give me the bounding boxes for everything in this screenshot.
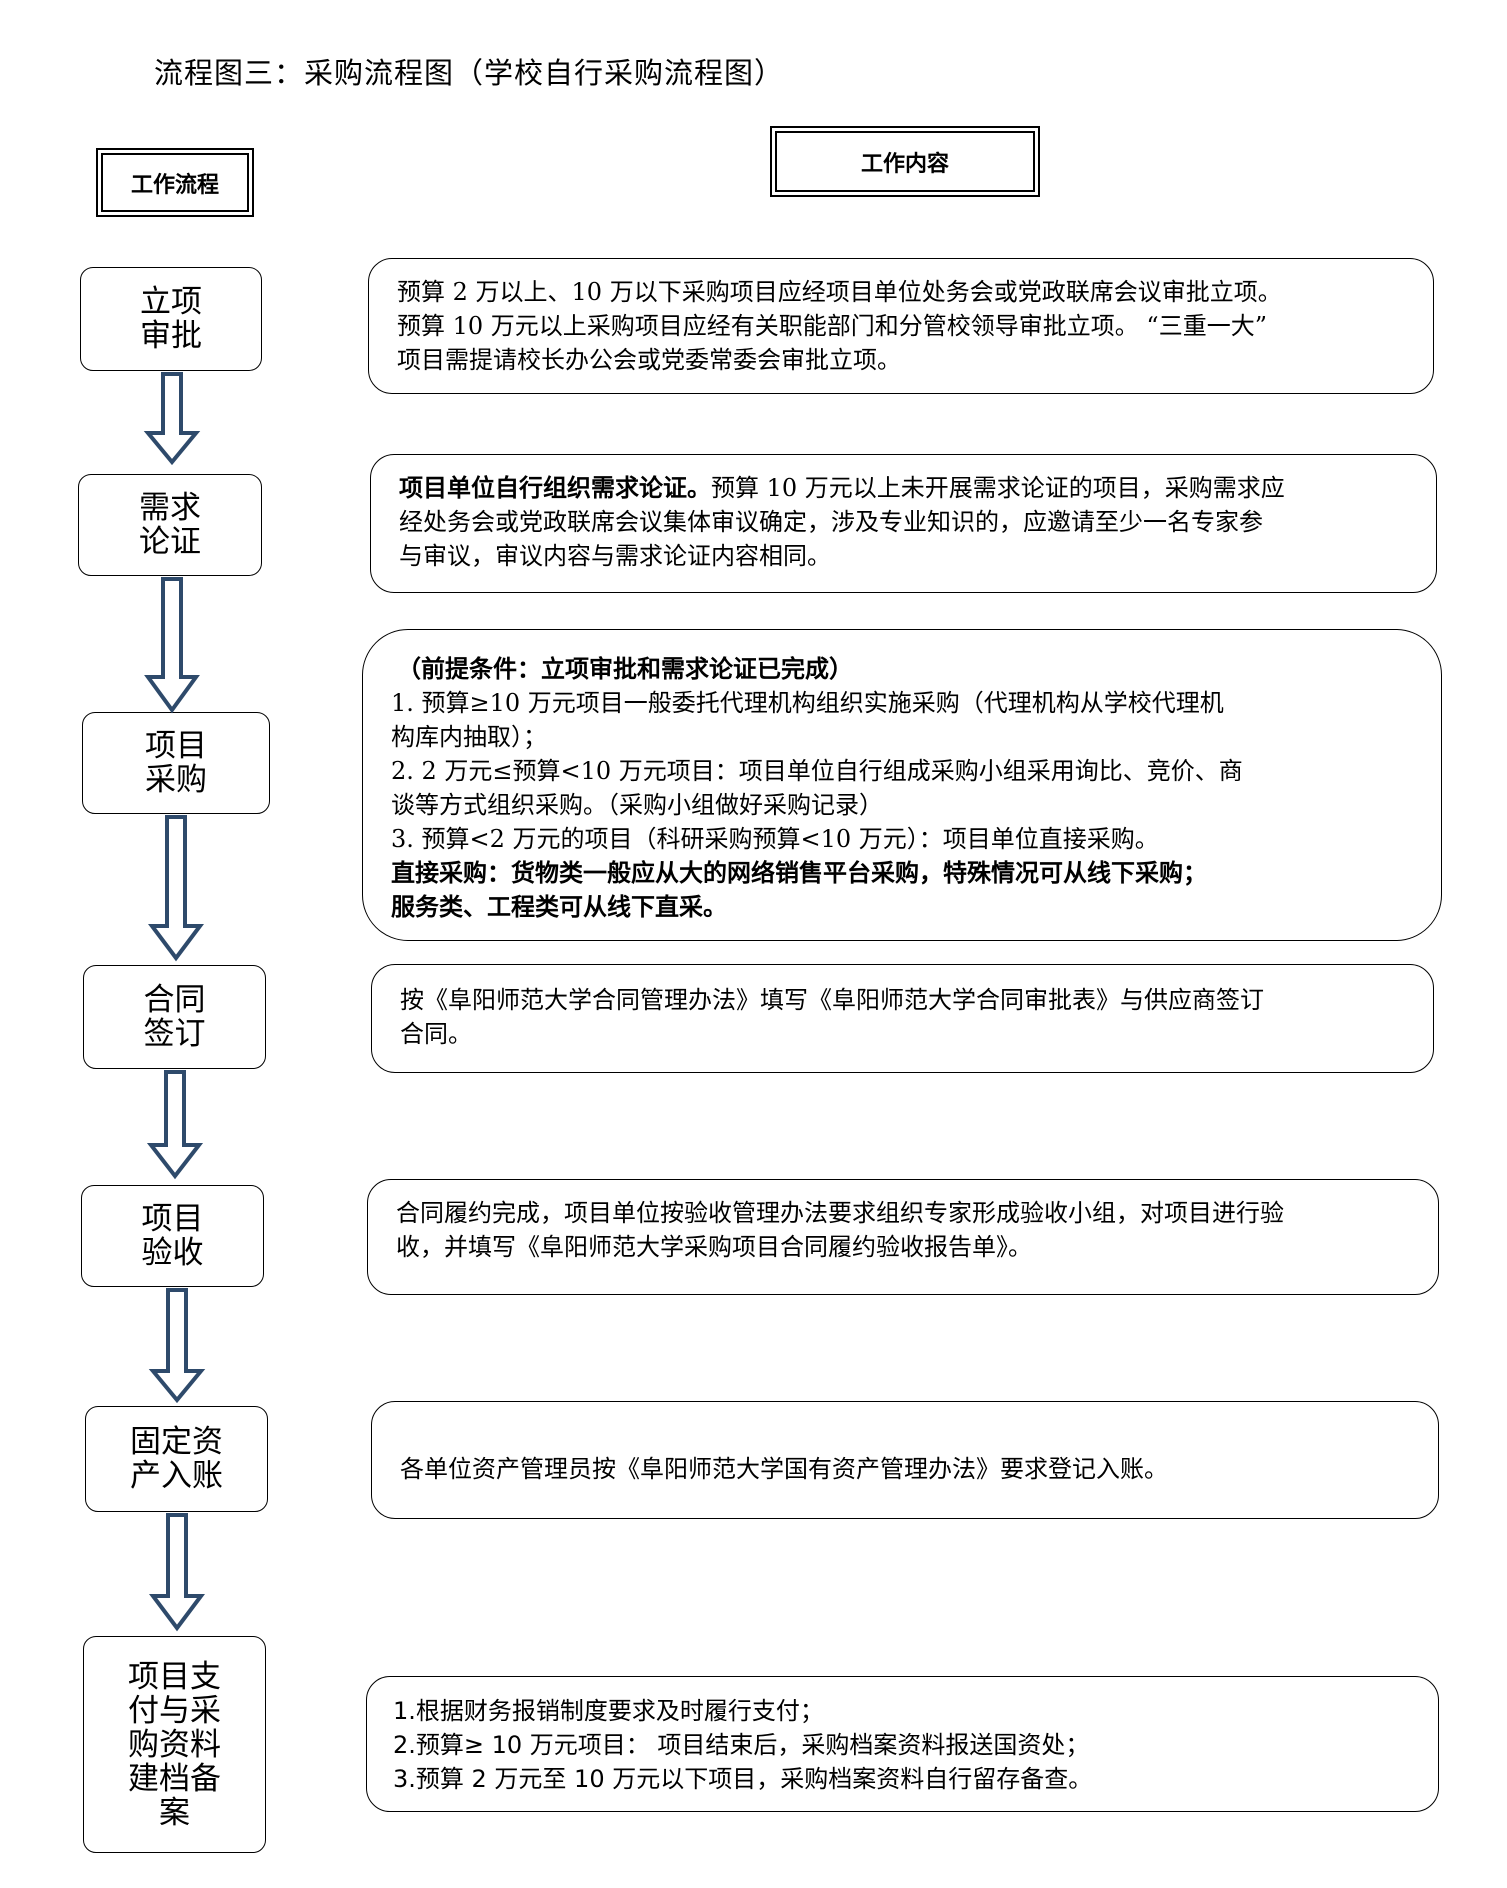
header-workflow: 工作流程 — [96, 148, 254, 217]
step-procurement: 项目 采购 — [82, 712, 270, 814]
step-payment-archive-label: 项目支 付与采 购资料 建档备 案 — [128, 1658, 221, 1831]
step-demand: 需求 论证 — [78, 474, 262, 576]
content-approval-line: 预算 2 万以上、10 万以下采购项目应经项目单位处务会或党政联席会议审批立项。 — [397, 278, 1282, 306]
content-contract-line: 合同。 — [400, 1020, 472, 1048]
content-asset-line: 各单位资产管理员按《阜阳师范大学国有资产管理办法》要求登记入账。 — [400, 1455, 1168, 1483]
content-asset-registration: 各单位资产管理员按《阜阳师范大学国有资产管理办法》要求登记入账。 — [371, 1401, 1439, 1519]
content-contract-line: 按《阜阳师范大学合同管理办法》填写《阜阳师范大学合同审批表》与供应商签订 — [400, 986, 1264, 1014]
content-contract: 按《阜阳师范大学合同管理办法》填写《阜阳师范大学合同审批表》与供应商签订 合同。 — [371, 964, 1434, 1073]
content-demand-bold: 项目单位自行组织需求论证。 — [399, 474, 711, 502]
arrow-down-icon — [148, 815, 204, 962]
arrow-down-icon — [143, 372, 201, 466]
step-demand-label: 需求 论证 — [139, 490, 201, 560]
step-acceptance: 项目 验收 — [81, 1185, 264, 1287]
content-procurement-premise: （前提条件：立项审批和需求论证已完成） — [397, 655, 853, 683]
step-approval: 立项 审批 — [80, 267, 262, 371]
header-work-content: 工作内容 — [770, 126, 1040, 197]
step-approval-label: 立项 审批 — [140, 284, 202, 354]
step-contract-label: 合同 签订 — [143, 982, 206, 1052]
content-payment-line: 2.预算≥ 10 万元项目： 项目结束后，采购档案资料报送国资处； — [393, 1731, 1090, 1759]
content-demand-line: 与审议，审议内容与需求论证内容相同。 — [399, 542, 831, 570]
content-approval-line: 项目需提请校长办公会或党委常委会审批立项。 — [397, 346, 901, 374]
step-asset-registration-label: 固定资 产入账 — [130, 1424, 223, 1494]
content-procurement-line: 构库内抽取）； — [391, 723, 547, 751]
arrow-down-icon — [149, 1513, 205, 1632]
step-acceptance-label: 项目 验收 — [141, 1201, 204, 1271]
step-payment-archive: 项目支 付与采 购资料 建档备 案 — [83, 1636, 266, 1853]
content-demand-text: 预算 10 万元以上未开展需求论证的项目，采购需求应 — [711, 474, 1285, 502]
arrow-down-icon — [144, 577, 200, 714]
content-approval-line: 预算 10 万元以上采购项目应经有关职能部门和分管校领导审批立项。 “三重一大” — [397, 312, 1267, 340]
content-demand: 项目单位自行组织需求论证。预算 10 万元以上未开展需求论证的项目，采购需求应 … — [370, 454, 1437, 593]
content-procurement-line: 谈等方式组织采购。（采购小组做好采购记录） — [391, 791, 883, 819]
header-work-content-label: 工作内容 — [860, 151, 949, 177]
header-workflow-label: 工作流程 — [130, 172, 219, 198]
content-payment-archive: 1.根据财务报销制度要求及时履行支付； 2.预算≥ 10 万元项目： 项目结束后… — [366, 1676, 1439, 1812]
content-acceptance: 合同履约完成，项目单位按验收管理办法要求组织专家形成验收小组，对项目进行验 收，… — [367, 1179, 1439, 1295]
arrow-down-icon — [146, 1070, 204, 1180]
arrow-down-icon — [148, 1288, 206, 1404]
content-procurement: （前提条件：立项审批和需求论证已完成） 1. 预算≥10 万元项目一般委托代理机… — [362, 629, 1442, 941]
content-procurement-line: 1. 预算≥10 万元项目一般委托代理机构组织实施采购（代理机构从学校代理机 — [391, 689, 1224, 717]
content-approval: 预算 2 万以上、10 万以下采购项目应经项目单位处务会或党政联席会议审批立项。… — [368, 258, 1434, 394]
content-payment-line: 3.预算 2 万元至 10 万元以下项目，采购档案资料自行留存备查。 — [393, 1765, 1093, 1793]
content-acceptance-line: 合同履约完成，项目单位按验收管理办法要求组织专家形成验收小组，对项目进行验 — [396, 1199, 1284, 1227]
content-procurement-line: 3. 预算<2 万元的项目（科研采购预算<10 万元）：项目单位直接采购。 — [391, 825, 1159, 853]
content-procurement-direct: 直接采购：货物类一般应从大的网络销售平台采购，特殊情况可从线下采购； — [391, 859, 1207, 887]
step-contract: 合同 签订 — [83, 965, 266, 1069]
content-demand-line: 经处务会或党政联席会议集体审议确定，涉及专业知识的，应邀请至少一名专家参 — [399, 508, 1263, 536]
step-procurement-label: 项目 采购 — [145, 728, 207, 798]
content-procurement-direct: 服务类、工程类可从线下直采。 — [391, 893, 727, 921]
content-payment-line: 1.根据财务报销制度要求及时履行支付； — [393, 1697, 824, 1725]
page-title: 流程图三：采购流程图（学校自行采购流程图） — [154, 56, 785, 90]
step-asset-registration: 固定资 产入账 — [85, 1406, 268, 1512]
content-acceptance-line: 收，并填写《阜阳师范大学采购项目合同履约验收报告单》。 — [396, 1233, 1032, 1261]
content-demand-line: 项目单位自行组织需求论证。预算 10 万元以上未开展需求论证的项目，采购需求应 — [399, 471, 1414, 505]
content-procurement-line: 2. 2 万元≤预算<10 万元项目：项目单位自行组成采购小组采用询比、竞价、商 — [391, 757, 1243, 785]
